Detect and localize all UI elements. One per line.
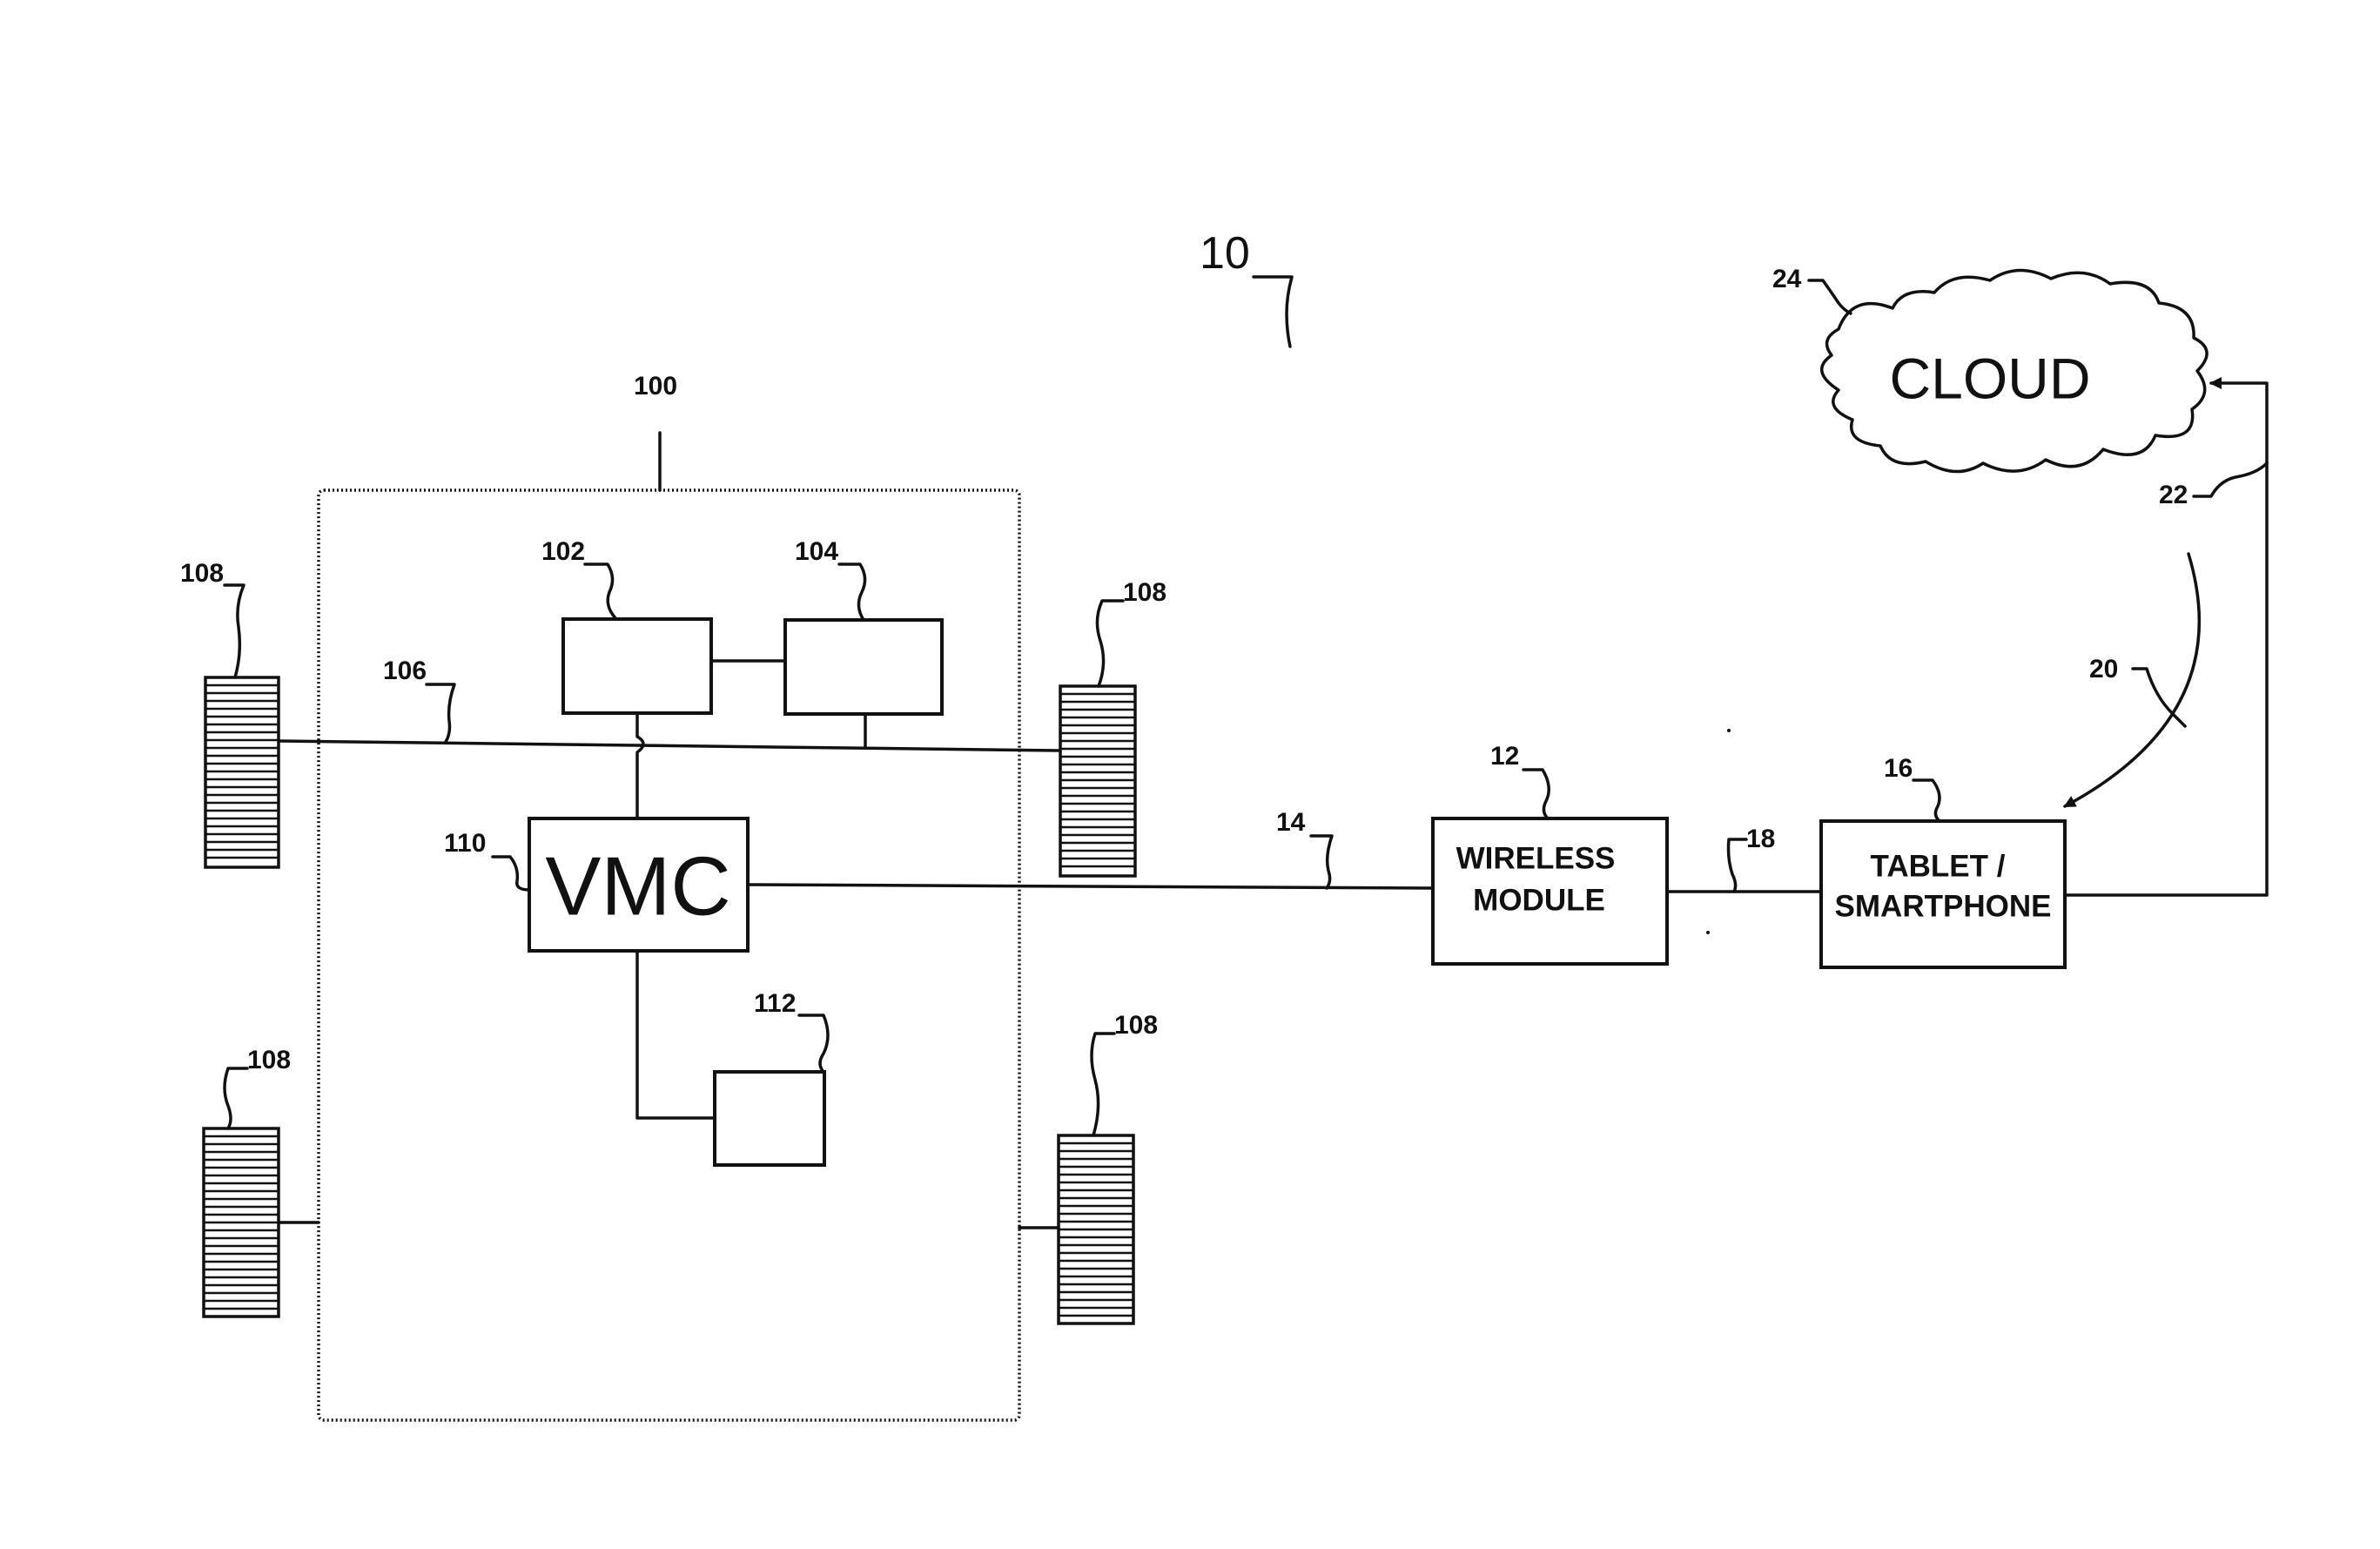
ref-vehicle: 100 xyxy=(634,372,677,401)
leader-block-112 xyxy=(799,1015,828,1072)
leader-cloud xyxy=(1809,280,1851,313)
link-20 xyxy=(2065,554,2199,806)
wheel-rear-right xyxy=(1059,1135,1133,1323)
bus-line xyxy=(280,741,1059,751)
tablet-label-line2: SMARTPHONE xyxy=(1835,889,2052,923)
ref-tablet: 16 xyxy=(1884,754,1913,783)
ref-link-22: 22 xyxy=(2159,481,2188,509)
wheel-rear-left xyxy=(204,1128,279,1317)
leader-link-14 xyxy=(1311,836,1332,888)
ref-wheel-front-left: 108 xyxy=(180,559,224,588)
ref-wireless-module: 12 xyxy=(1490,742,1519,771)
leader-system xyxy=(1254,277,1292,347)
link-102-vmc xyxy=(637,713,643,818)
block-104 xyxy=(785,620,942,714)
leader-wheel-rear-right xyxy=(1092,1034,1114,1135)
wheel-front-left xyxy=(205,677,279,867)
ref-cloud: 24 xyxy=(1772,265,1802,293)
leader-link-18 xyxy=(1729,839,1747,892)
leader-vmc xyxy=(493,857,529,890)
ref-link-14: 14 xyxy=(1276,808,1306,837)
ref-block-102: 102 xyxy=(541,537,585,566)
ref-wheel-rear-right: 108 xyxy=(1114,1011,1158,1040)
leader-block-102 xyxy=(585,564,616,619)
block-102 xyxy=(563,619,711,713)
ref-wheel-front-right: 108 xyxy=(1123,578,1166,607)
ref-system: 10 xyxy=(1200,228,1250,279)
leader-tablet xyxy=(1913,780,1940,821)
leader-link-20 xyxy=(2133,669,2185,726)
leader-bus xyxy=(427,684,454,742)
wheel-front-right xyxy=(1060,686,1135,876)
cloud-label: CLOUD xyxy=(1889,346,2090,410)
ref-wheel-rear-left: 108 xyxy=(247,1046,291,1074)
leader-block-104 xyxy=(839,564,865,620)
link-22 xyxy=(2065,383,2267,895)
ref-vmc: 110 xyxy=(444,829,486,858)
link-vmc-112 xyxy=(637,951,715,1118)
wireless-module-label-line2: MODULE xyxy=(1473,883,1605,917)
leader-wireless-module xyxy=(1523,770,1549,818)
ref-bus: 106 xyxy=(383,657,427,685)
block-112 xyxy=(715,1072,824,1165)
leader-wheel-front-right xyxy=(1097,601,1123,686)
link-14 xyxy=(748,885,1433,888)
ref-block-104: 104 xyxy=(795,537,838,566)
leader-wheel-front-left xyxy=(225,585,244,677)
speck xyxy=(1727,729,1731,732)
vmc-label: VMC xyxy=(545,839,730,933)
leader-link-22 xyxy=(2194,463,2267,496)
ref-block-112: 112 xyxy=(754,989,796,1018)
speck xyxy=(1706,931,1710,934)
ref-link-18: 18 xyxy=(1746,825,1775,853)
ref-link-20: 20 xyxy=(2089,655,2118,684)
tablet-label-line1: TABLET / xyxy=(1871,849,2006,883)
wireless-module-label-line1: WIRELESS xyxy=(1456,841,1616,875)
leader-wheel-rear-left xyxy=(225,1068,247,1128)
